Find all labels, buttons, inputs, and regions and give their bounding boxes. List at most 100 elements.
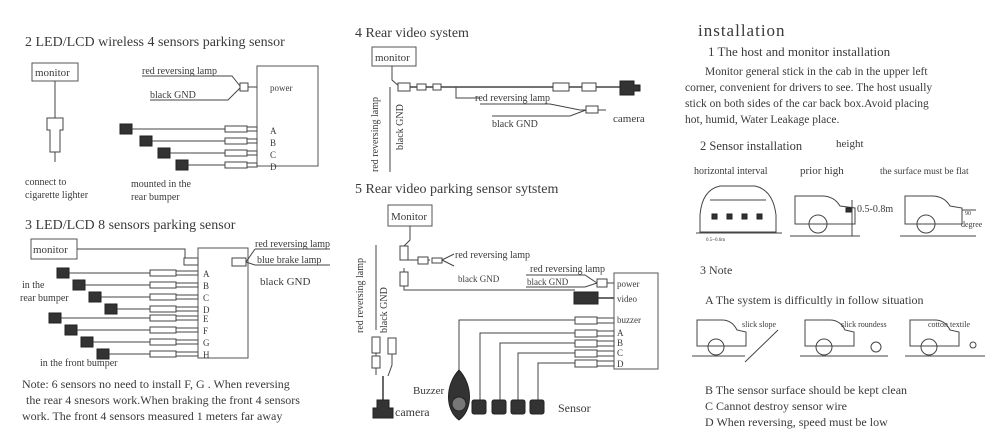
s2-port-d: D (270, 162, 277, 172)
install-p4: hot, humid, Water Leakage place. (685, 114, 839, 126)
install-d: D When reversing, speed must be low (705, 415, 888, 429)
install-p1: Monitor general stick in the cab in the … (705, 66, 928, 78)
s3-in-the: in the (22, 280, 45, 291)
s5-port-power: power (617, 279, 640, 289)
cigarette-plug-icon (46, 117, 64, 153)
install-slick-roundess: slick roundess (841, 320, 887, 329)
s4-black-gnd: black GND (492, 119, 538, 130)
s3-monitor-label: monitor (33, 244, 68, 256)
install-prior: prior high (800, 165, 844, 177)
s2-red-lamp: red reversing lamp (142, 66, 217, 77)
install-small-dist: 0.5~0.6m (706, 238, 725, 243)
note-line-1: Note: 6 sensors no need to install F, G … (22, 377, 290, 391)
s5-host-box (613, 272, 659, 370)
note-line-3: work. The front 4 sensors measured 1 met… (22, 409, 283, 423)
install-cotton: cotton textile (928, 320, 970, 329)
s3-rear-bumper: rear bumper (20, 293, 69, 304)
s5-vert-red: red reversing lamp (355, 258, 366, 333)
install-a: A The system is difficultly in follow si… (705, 293, 924, 307)
install-heading: installation (698, 21, 786, 40)
car-side-height-icon (790, 195, 860, 237)
s3-title: 3 LED/LCD 8 sensors parking sensor (25, 218, 236, 233)
s5-vert-black: black GND (379, 287, 390, 333)
s2-black-gnd: black GND (150, 90, 196, 101)
buzzer-icon (448, 369, 470, 421)
car-rear-view-icon (696, 185, 782, 234)
s2-power-plug (239, 82, 249, 92)
s4-camera-label: camera (613, 113, 645, 125)
note-line-2: the rear 4 snesors work.When braking the… (26, 393, 300, 407)
s5-black-gnd-a: black GND (458, 274, 500, 284)
s3-port-c: C (203, 293, 209, 303)
install-degree: degree (961, 220, 983, 229)
install-p3: stick on both sides of the car back box.… (685, 98, 929, 110)
s2-connect-to: connect to (25, 177, 66, 188)
s5-port-c: C (617, 348, 623, 358)
car-slope-icon (692, 319, 779, 363)
s2-port-c: C (270, 150, 276, 160)
s5-camera-icon (372, 399, 394, 419)
s2-monitor-label: monitor (35, 67, 70, 79)
s5-buzzer-label: Buzzer (413, 385, 444, 397)
s2-rear-bumper: rear bumper (131, 192, 180, 203)
s4-vert-red: red reversing lamp (370, 97, 381, 172)
sensor-icons (471, 399, 545, 415)
s3-port-a: A (203, 269, 210, 279)
s5-red-lamp-a: red reversing lamp (455, 250, 530, 261)
install-h3: 3 Note (700, 263, 732, 277)
install-b: B The sensor surface should be kept clea… (705, 383, 907, 397)
s5-port-video: video (617, 294, 637, 304)
install-deg90: 90 (965, 211, 971, 217)
s2-port-b: B (270, 138, 276, 148)
s5-port-a: A (617, 328, 624, 338)
s2-cigarette: cigarette lighter (25, 190, 89, 201)
note-block: Note: 6 sensors no need to install F, G … (22, 376, 300, 424)
install-p2: corner, convenient for drivers to see. T… (685, 82, 932, 94)
s3-sensor-group (48, 267, 150, 360)
s5-sensor-label: Sensor (558, 401, 591, 415)
s3-blue-brake: blue brake lamp (257, 255, 321, 266)
s4-monitor-box (371, 46, 417, 67)
car-round-obstacle-icon (800, 319, 888, 357)
s3-port-d: D (203, 305, 210, 315)
s3-port-f: F (203, 326, 208, 336)
s3-black-gnd: black GND (260, 276, 310, 288)
install-slick-slope: slick slope (742, 320, 776, 329)
s5-title: 5 Rear video parking sensor sytstem (355, 182, 558, 197)
s4-title: 4 Rear video system (355, 26, 469, 41)
s5-red-lamp-b: red reversing lamp (530, 264, 605, 275)
car-side-angle-icon (900, 195, 976, 237)
s3-front-bumper: in the front bumper (40, 358, 118, 369)
s4-monitor-label: monitor (375, 52, 410, 64)
s2-title: 2 LED/LCD wireless 4 sensors parking sen… (25, 35, 285, 50)
s5-port-b: B (617, 338, 623, 348)
s3-port-g: G (203, 338, 210, 348)
install-dist: 0.5-0.8m (857, 204, 893, 215)
s2-host-box (256, 65, 319, 167)
s3-connectors (149, 269, 199, 358)
install-c: C Cannot destroy sensor wire (705, 399, 847, 413)
s3-red-lamp: red reversing lamp (255, 239, 330, 250)
s2-mounted: mounted in the (131, 179, 192, 190)
s2-sensor-group (119, 123, 258, 171)
s4-vert-black: black GND (395, 104, 406, 150)
s3-port-e: E (203, 314, 209, 324)
s5-wire-bundle (458, 316, 615, 400)
s3-port-b: B (203, 281, 209, 291)
s4-red-lamp: red reversing lamp (475, 93, 550, 104)
s5-black-gnd-b: black GND (527, 277, 569, 287)
install-flat: the surface must be flat (880, 166, 969, 177)
s5-camera-label: camera (395, 405, 430, 419)
s4-camera-icon (619, 80, 641, 96)
s2-port-a: A (270, 126, 277, 136)
s5-port-buzzer: buzzer (617, 315, 641, 325)
car-cotton-obstacle-icon (905, 319, 985, 357)
s5-monitor-label: Monitor (391, 211, 427, 223)
s5-video-plug (573, 291, 599, 305)
s2-power-label: power (270, 83, 293, 93)
install-height: height (836, 138, 864, 150)
s5-port-d: D (617, 359, 624, 369)
install-h1: 1 The host and monitor installation (708, 44, 891, 59)
install-h2: 2 Sensor installation (700, 139, 803, 153)
